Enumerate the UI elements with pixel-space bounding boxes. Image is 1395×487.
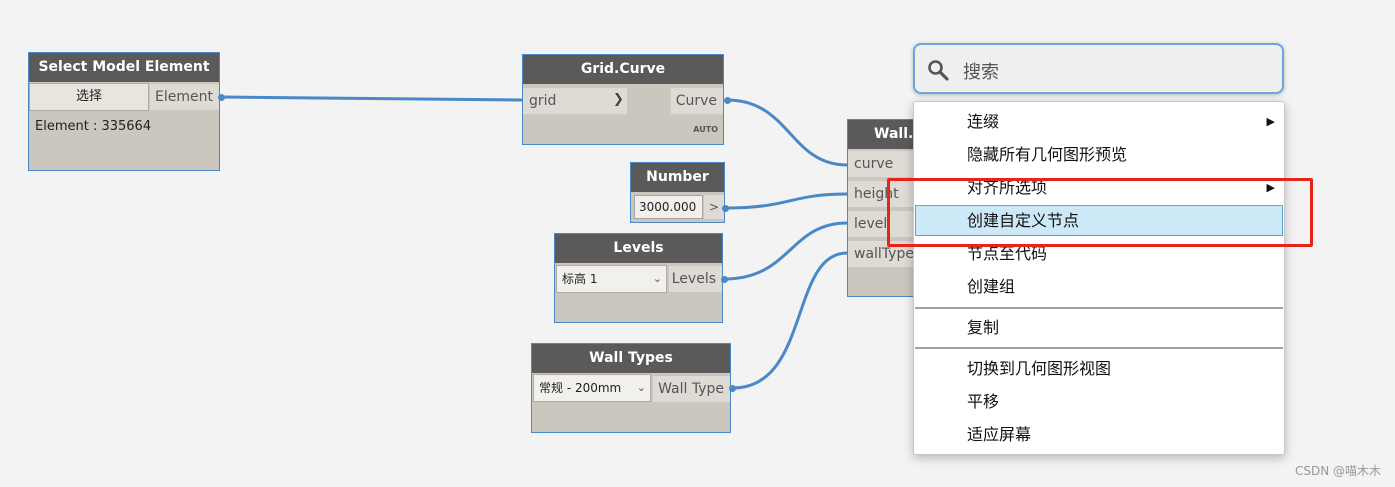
submenu-arrow-icon: ▶ (1266, 181, 1275, 194)
input-port-level[interactable]: level (848, 211, 916, 237)
number-input[interactable]: 3000.000 (634, 195, 703, 219)
menu-item-label: 平移 (967, 392, 1000, 411)
port-dot (729, 385, 736, 392)
node-number[interactable]: Number 3000.000 > (630, 162, 725, 223)
output-port-number[interactable]: > (704, 195, 724, 219)
menu-item-fit-to-screen[interactable]: 适应屏幕 (915, 419, 1283, 450)
node-title: Wall. (848, 120, 916, 149)
node-title: Wall Types (532, 344, 730, 373)
node-select-model-element[interactable]: Select Model Element 选择 Element Element … (28, 52, 220, 171)
menu-item-label: 隐藏所有几何图形预览 (967, 145, 1128, 164)
output-port-curve[interactable]: Curve (671, 88, 723, 114)
menu-item-label: 创建自定义节点 (967, 211, 1080, 230)
annotation-highlight-box (887, 178, 1313, 247)
search-input[interactable]: 搜索 (913, 43, 1284, 94)
lacing-label: AUTO (693, 125, 718, 134)
wire-levels-to-wall (724, 221, 848, 281)
menu-item-create-custom-node[interactable]: 创建自定义节点 (915, 205, 1283, 236)
menu-item-copy[interactable]: 复制 (915, 312, 1283, 343)
menu-item-align-selection[interactable]: 对齐所选项 ▶ (915, 172, 1283, 203)
port-dot (218, 94, 225, 101)
menu-item-create-group[interactable]: 创建组 (915, 271, 1283, 302)
element-info: Element : 335664 (35, 119, 152, 134)
wire-element-to-grid (221, 95, 523, 102)
wire-curve-to-wall (726, 98, 848, 167)
output-port-wall-type[interactable]: Wall Type (653, 376, 730, 402)
menu-item-label: 适应屏幕 (967, 425, 1032, 444)
menu-item-node-to-code[interactable]: 节点至代码 (915, 238, 1283, 269)
search-icon (928, 60, 949, 81)
chevron-down-icon: ⌄ (652, 272, 662, 285)
input-port-curve[interactable]: curve (848, 151, 916, 177)
menu-item-label: 对齐所选项 (967, 178, 1048, 197)
search-placeholder: 搜索 (963, 62, 999, 83)
node-title: Number (631, 163, 724, 192)
dropdown-value: 常规 - 200mm (539, 381, 622, 395)
context-menu: 连缀 ▶ 隐藏所有几何图形预览 对齐所选项 ▶ 创建自定义节点 节点至代码 创建… (913, 101, 1285, 455)
select-button[interactable]: 选择 (29, 83, 149, 111)
menu-item-label: 连缀 (967, 112, 1000, 131)
menu-item-hide-geometry-preview[interactable]: 隐藏所有几何图形预览 (915, 139, 1283, 170)
port-dot (721, 276, 728, 283)
watermark: CSDN @喵木木 (1294, 464, 1381, 478)
menu-item-label: 创建组 (967, 277, 1016, 296)
menu-item-label: 复制 (967, 318, 1000, 337)
node-wall-types[interactable]: Wall Types 常规 - 200mm ⌄ Wall Type (531, 343, 731, 433)
node-levels[interactable]: Levels 标高 1 ⌄ Levels (554, 233, 723, 323)
wall-types-dropdown[interactable]: 常规 - 200mm ⌄ (533, 374, 651, 402)
menu-separator (915, 307, 1283, 309)
input-port-grid[interactable]: grid (523, 88, 627, 114)
output-port-element[interactable]: Element (150, 84, 219, 110)
menu-item-lacing[interactable]: 连缀 ▶ (915, 106, 1283, 137)
node-title: Grid.Curve (523, 55, 723, 84)
menu-separator (915, 347, 1283, 349)
dropdown-value: 标高 1 (562, 272, 598, 286)
output-port-levels[interactable]: Levels (669, 266, 722, 292)
menu-item-label: 切换到几何图形视图 (967, 359, 1112, 378)
levels-dropdown[interactable]: 标高 1 ⌄ (556, 265, 667, 293)
chevron-down-icon: ⌄ (636, 381, 646, 394)
node-title: Select Model Element (29, 53, 219, 82)
port-dot (724, 97, 731, 104)
submenu-arrow-icon: ▶ (1266, 115, 1275, 128)
node-wall[interactable]: Wall. curve height level wallType (847, 119, 917, 297)
chevron-right-icon: ❯ (613, 92, 624, 107)
menu-item-pan[interactable]: 平移 (915, 386, 1283, 417)
port-dot (722, 205, 729, 212)
wire-walltype-to-wall (732, 251, 848, 390)
node-title: Levels (555, 234, 722, 263)
menu-item-label: 节点至代码 (967, 244, 1048, 263)
node-grid-curve[interactable]: Grid.Curve grid ❯ Curve AUTO (522, 54, 724, 145)
menu-item-switch-to-geometry-view[interactable]: 切换到几何图形视图 (915, 353, 1283, 384)
wire-number-to-wall (725, 192, 848, 210)
